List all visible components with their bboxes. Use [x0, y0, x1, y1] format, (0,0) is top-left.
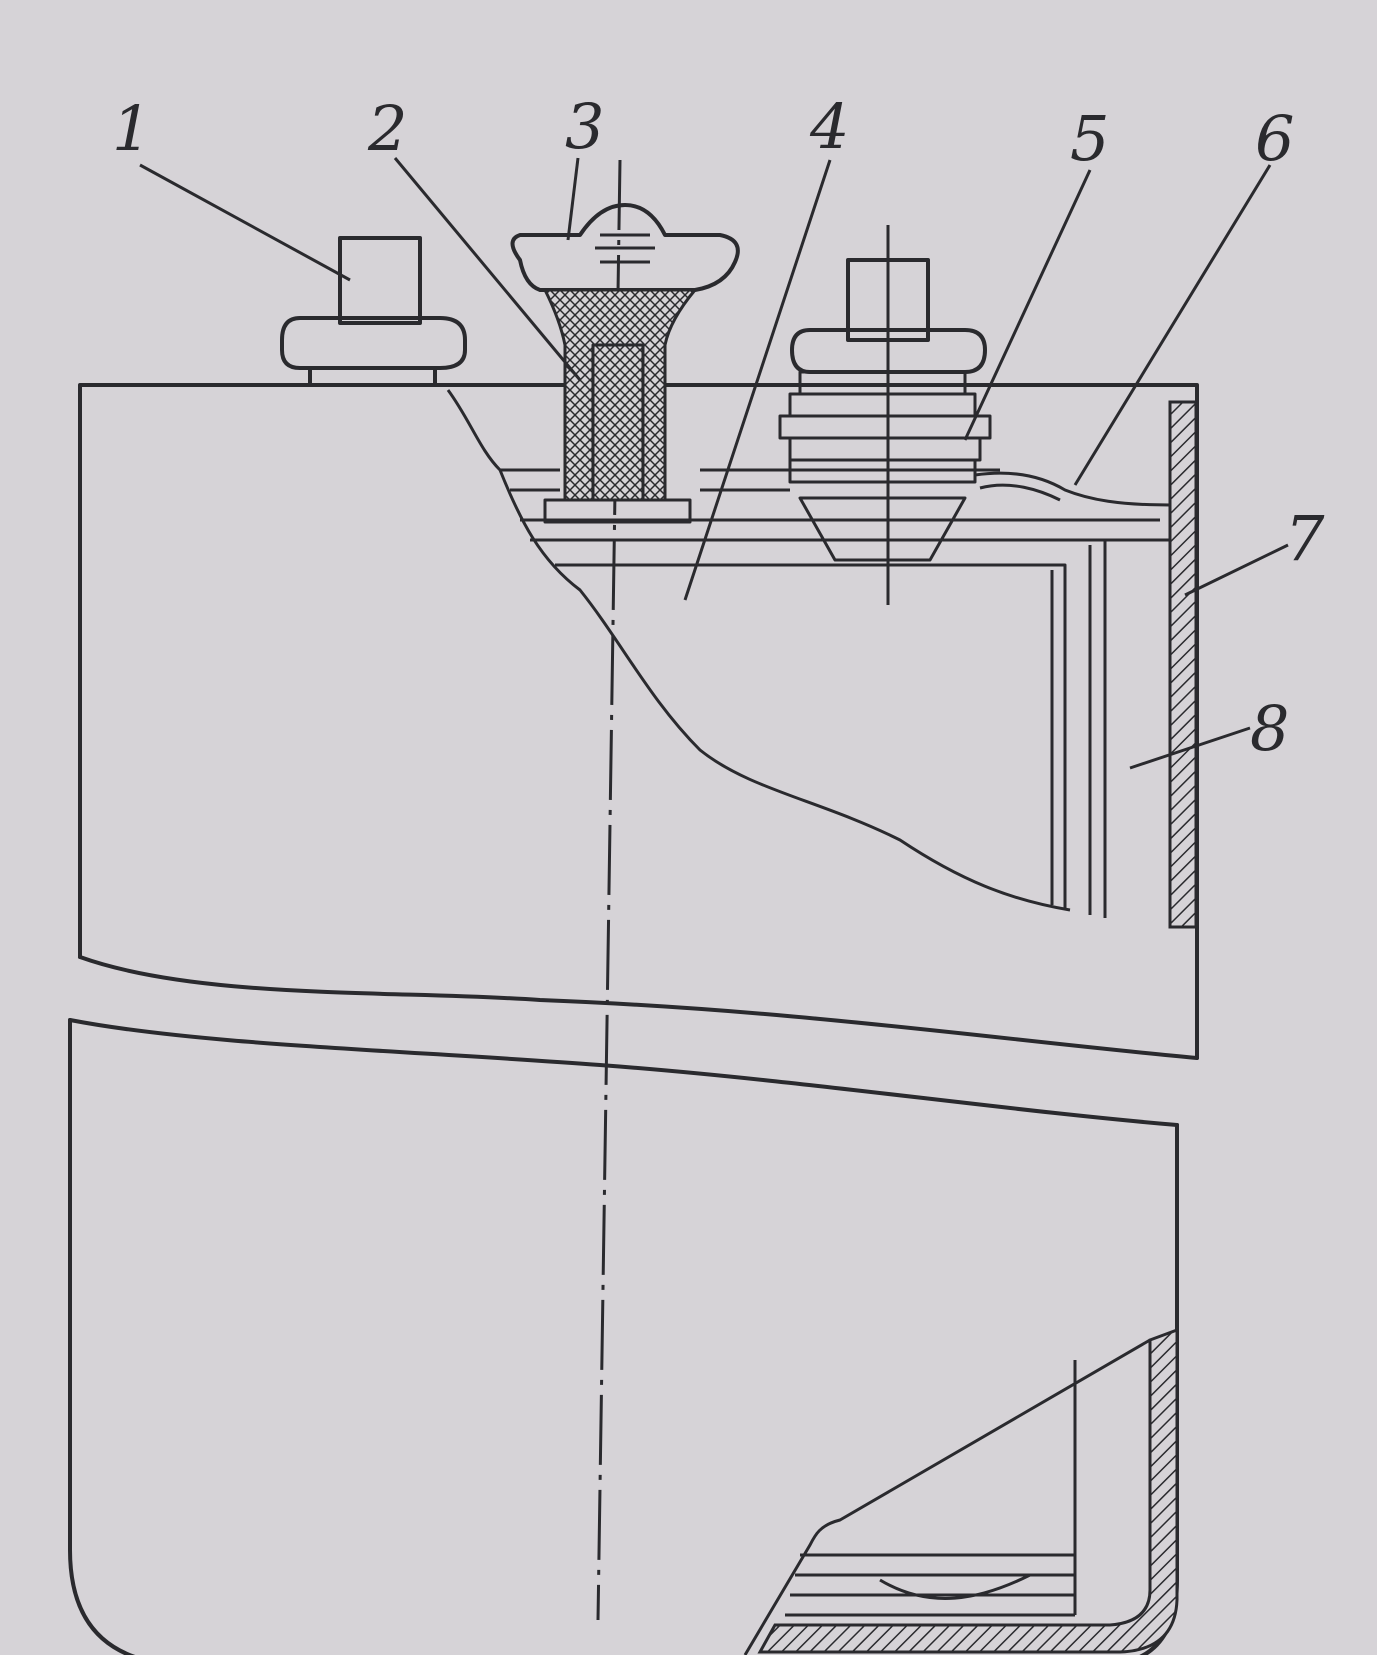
- callout-6: 6: [1255, 102, 1294, 175]
- right-terminal-stack: [778, 225, 992, 605]
- central-insulated-terminal: [510, 203, 740, 524]
- callout-5: 5: [1070, 102, 1109, 175]
- lid-seam-wave: [974, 471, 1171, 507]
- left-terminal: [280, 236, 467, 387]
- callout-4: 4: [809, 90, 849, 163]
- callout-8: 8: [1250, 692, 1289, 765]
- cover-plate: [500, 468, 1160, 522]
- cutaway-break-line-upper: [446, 389, 1071, 912]
- housing-lower: [68, 1018, 1179, 1655]
- callout-7: 7: [1285, 502, 1325, 575]
- lower-cutaway: [743, 1327, 1179, 1655]
- callout-2: 2: [367, 92, 407, 165]
- callout-1: 1: [112, 92, 151, 165]
- callout-3: 3: [565, 90, 604, 163]
- inner-cover-layers: [530, 538, 1170, 918]
- case-wall-hatched-upper: [1168, 400, 1198, 929]
- leader-lines: [139, 157, 1289, 770]
